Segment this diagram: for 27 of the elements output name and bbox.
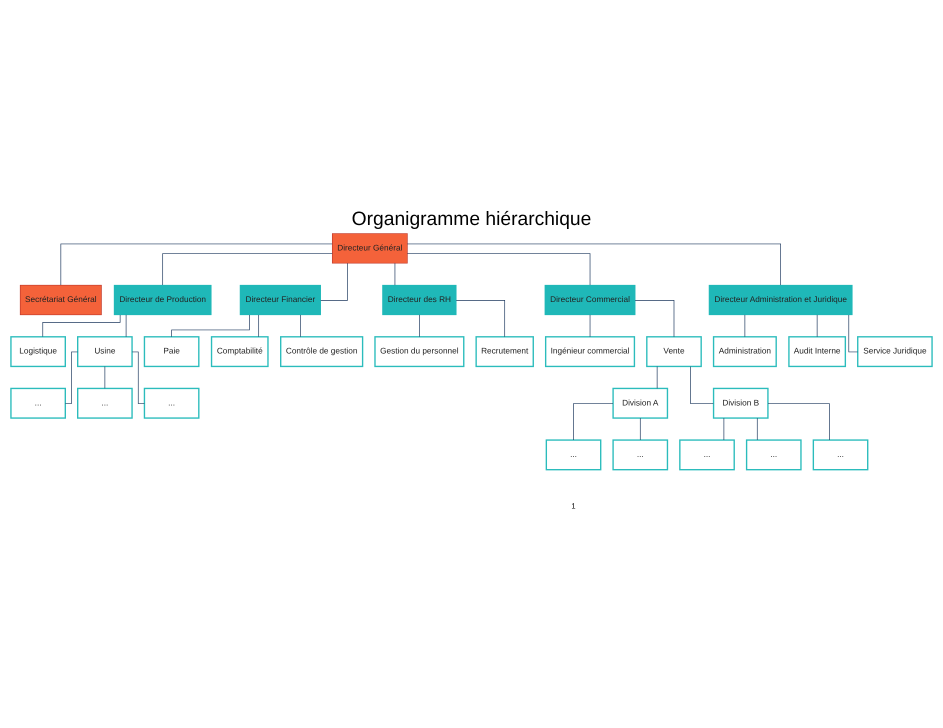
diagram-title: Organigramme hiérarchique <box>352 208 592 230</box>
connector <box>756 418 758 440</box>
connector <box>42 314 120 337</box>
connector <box>60 244 333 286</box>
connector <box>690 366 714 404</box>
connector <box>104 366 106 389</box>
connector <box>132 352 145 404</box>
connector <box>634 300 674 338</box>
connector <box>768 403 830 440</box>
connector <box>300 314 301 338</box>
connector <box>744 314 746 338</box>
connector <box>640 418 641 440</box>
connector <box>320 263 348 301</box>
connector <box>816 314 818 338</box>
label: 1 <box>571 501 576 510</box>
connector <box>407 244 781 286</box>
connector <box>407 253 590 286</box>
connector <box>419 314 420 338</box>
connector <box>258 314 260 338</box>
connector <box>848 314 858 352</box>
connector <box>573 403 614 440</box>
connector <box>656 366 658 389</box>
connector <box>162 253 333 286</box>
connector <box>171 314 250 338</box>
connector <box>456 300 506 338</box>
connector <box>65 352 78 404</box>
connector <box>394 262 396 286</box>
